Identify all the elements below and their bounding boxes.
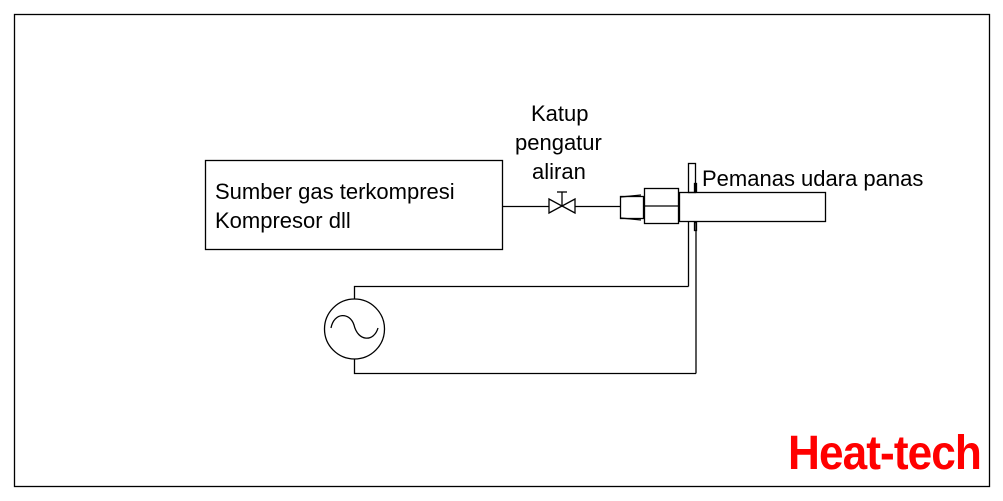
heater-fitting [619, 187, 680, 225]
heater-terminal [687, 162, 698, 374]
heat-tech-logo: Heat-tech [788, 427, 982, 480]
source-label-line2: Kompresor dll [215, 208, 351, 233]
source-label-line1: Sumber gas terkompresi [215, 179, 455, 204]
heater-label: Pemanas udara panas [702, 166, 924, 191]
valve-label-line3: aliran [532, 159, 586, 184]
valve-label-line1: Katup [531, 101, 589, 126]
frame [13, 13, 991, 488]
wire-top [353, 285, 689, 299]
ac-source-icon [323, 298, 386, 360]
heater-tube [678, 191, 827, 223]
valve-icon [548, 191, 576, 215]
valve-label-line2: pengatur [515, 130, 602, 155]
wire-bottom [353, 359, 696, 375]
source-box [204, 159, 504, 251]
